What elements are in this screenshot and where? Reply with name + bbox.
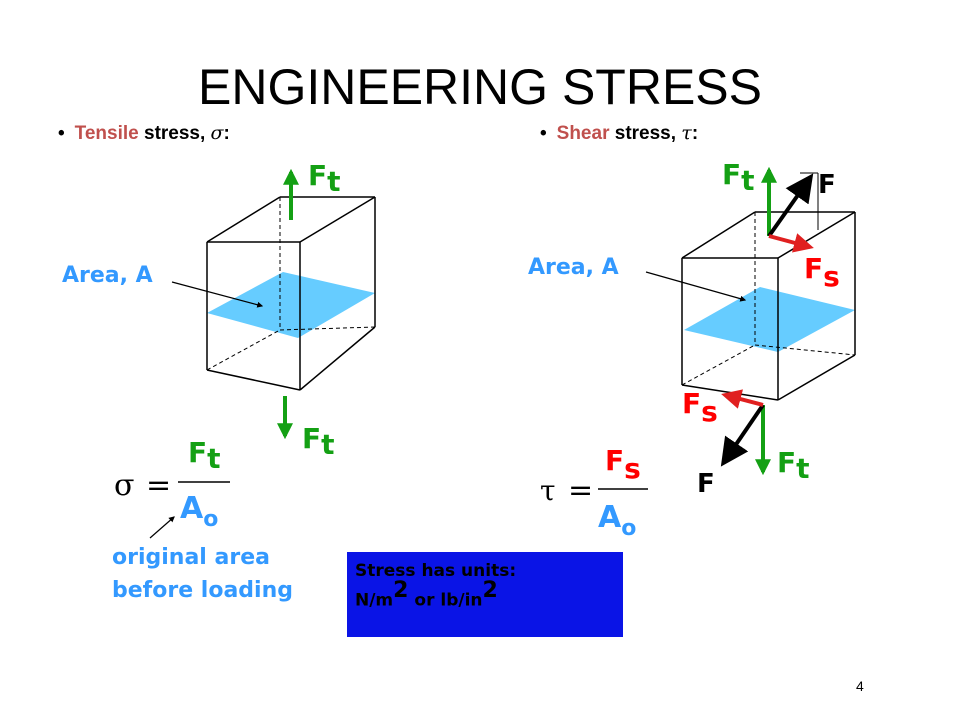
shear-area-plane <box>684 287 855 352</box>
page-title: ENGINEERING STRESS <box>198 59 762 115</box>
tau-symbol: τ <box>681 122 692 144</box>
tensile-area-pointer <box>171 281 264 308</box>
tensile-colon: : <box>223 123 230 144</box>
shear-f-arrow-up <box>767 173 814 238</box>
shear-ft-label-top: Ft <box>722 158 755 197</box>
ft-label-top: Ft <box>308 159 341 198</box>
shear-colon: : <box>691 123 699 144</box>
original-area-line2: before loading <box>112 578 293 603</box>
original-area-pointer <box>149 516 175 539</box>
shear-cube <box>681 172 856 401</box>
ft-numerator: Ft <box>188 436 221 475</box>
shear-fs-label-top: Fs <box>804 252 840 293</box>
shear-f-arrow-down <box>720 403 765 467</box>
tensile-area-plane <box>207 272 375 338</box>
ft-label-bottom: Ft <box>302 422 335 461</box>
tensile-cube <box>206 196 376 391</box>
tau-formula-lhs: τ <box>540 474 556 507</box>
shear-bullet: • Shear stress, τ: <box>540 122 698 145</box>
units-box: Stress has units: N/m2 or lb/in2 <box>347 552 623 637</box>
page-number: 4 <box>856 678 864 694</box>
tau-formula-equals: = <box>568 473 593 508</box>
tensile-highlight: Tensile <box>74 123 139 144</box>
units-text: Stress has units: N/m2 or lb/in2 <box>355 560 516 612</box>
shear-area-denominator: Ao <box>598 500 636 541</box>
fs-numerator: Fs <box>605 444 641 485</box>
shear-f-label-bottom: F <box>697 469 715 499</box>
shear-area-pointer <box>645 271 747 302</box>
sigma-formula-lhs: σ <box>114 468 134 503</box>
units-line1: Stress has units: <box>355 561 517 581</box>
bullet-dot: • <box>58 123 65 144</box>
bullet-dot: • <box>540 123 547 144</box>
original-area-line1: original area <box>112 545 270 570</box>
shear-fs-arrow-bottom <box>721 389 764 409</box>
shear-highlight: Shear <box>556 123 610 144</box>
tensile-bullet: • Tensile stress, σ: <box>58 122 230 145</box>
units-line2: N/m2 or lb/in2 <box>355 578 498 611</box>
area-denominator: Ao <box>180 491 218 532</box>
shear-rest: stress, <box>609 123 682 144</box>
sigma-formula-equals: = <box>146 468 171 503</box>
shear-area-label: Area, A <box>528 255 619 280</box>
sigma-symbol: σ <box>210 122 224 144</box>
shear-fs-label-bottom: Fs <box>682 387 718 428</box>
tensile-rest: stress, <box>138 123 211 144</box>
tensile-area-label: Area, A <box>62 263 153 288</box>
shear-f-label-top: F <box>818 170 836 200</box>
shear-ft-label-bottom: Ft <box>777 446 810 485</box>
shear-fs-arrow-top <box>768 233 814 253</box>
